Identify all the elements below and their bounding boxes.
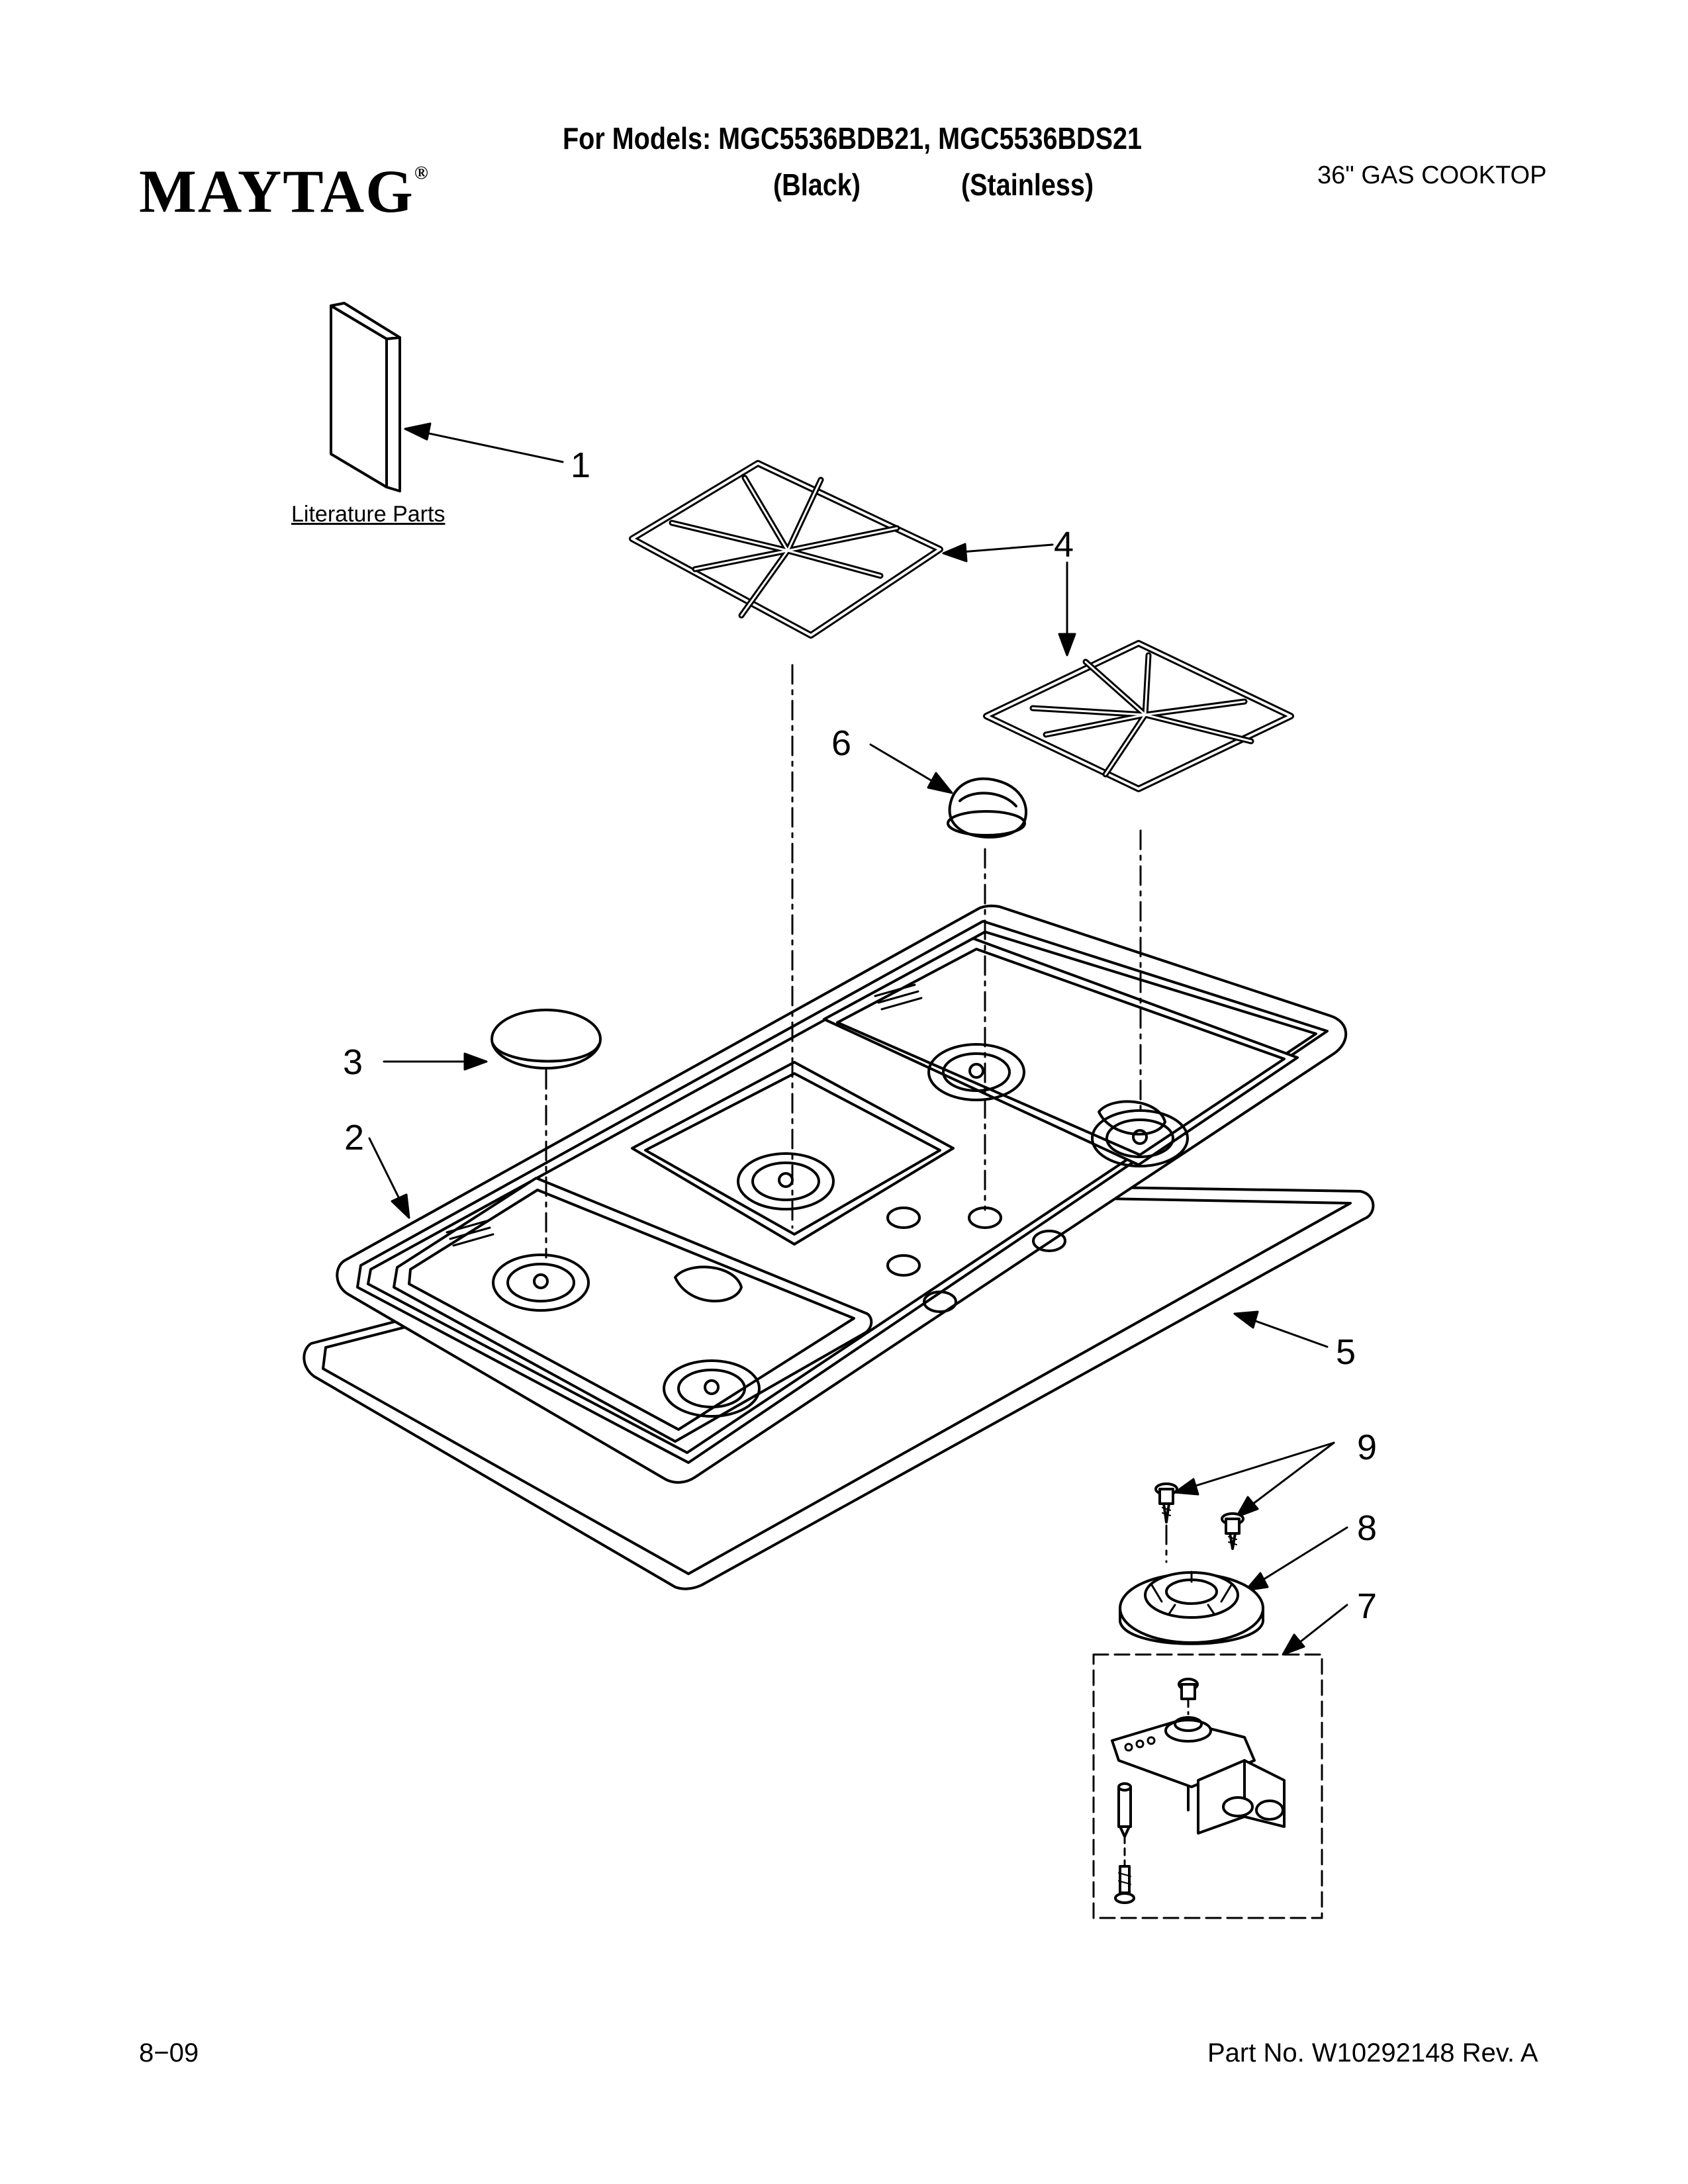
screw-right <box>1221 1512 1244 1550</box>
leader-arrows <box>368 422 1348 1656</box>
callout-8: 8 <box>1357 1508 1378 1548</box>
burner-left-rear <box>492 1253 590 1312</box>
variant-stainless: (Stainless) <box>961 167 1094 202</box>
literature-booklet <box>330 302 401 492</box>
burner-base <box>1119 1570 1264 1645</box>
knob-holes <box>886 1206 1066 1313</box>
callout-6: 6 <box>831 723 852 763</box>
date-code: 8−09 <box>139 2038 199 2068</box>
cooktop-main-top <box>336 904 1348 1484</box>
callout-2: 2 <box>344 1118 365 1158</box>
models-line: For Models: MGC5536BDB21, MGC5536BDS21 <box>563 121 1142 156</box>
callout-3: 3 <box>343 1042 363 1082</box>
control-knob <box>947 777 1027 839</box>
product-type: 36" GAS COOKTOP <box>1317 161 1547 189</box>
literature-parts-label: Literature Parts <box>291 502 445 527</box>
registered-mark: ® <box>414 163 430 183</box>
burner-right-rear <box>927 1043 1025 1101</box>
screw-left <box>1154 1482 1178 1524</box>
burner-left-front <box>663 1359 761 1418</box>
callout-5: 5 <box>1336 1332 1356 1372</box>
variant-black: (Black) <box>773 167 861 202</box>
valve-assembly-box <box>1092 1653 1323 1919</box>
brand-name: MAYTAG <box>139 158 414 225</box>
callout-9: 9 <box>1357 1428 1378 1467</box>
part-number: Part No. W10292148 Rev. A <box>1207 2038 1538 2068</box>
alignment-lines <box>545 664 1168 1563</box>
callout-4: 4 <box>1054 525 1074 565</box>
burner-cap <box>491 1009 602 1069</box>
burner-grate-lower <box>983 640 1294 792</box>
callout-7: 7 <box>1357 1586 1378 1626</box>
callout-1: 1 <box>571 445 591 485</box>
burner-grate-upper <box>629 460 943 639</box>
maytag-logo: MAYTAG® <box>139 156 430 226</box>
